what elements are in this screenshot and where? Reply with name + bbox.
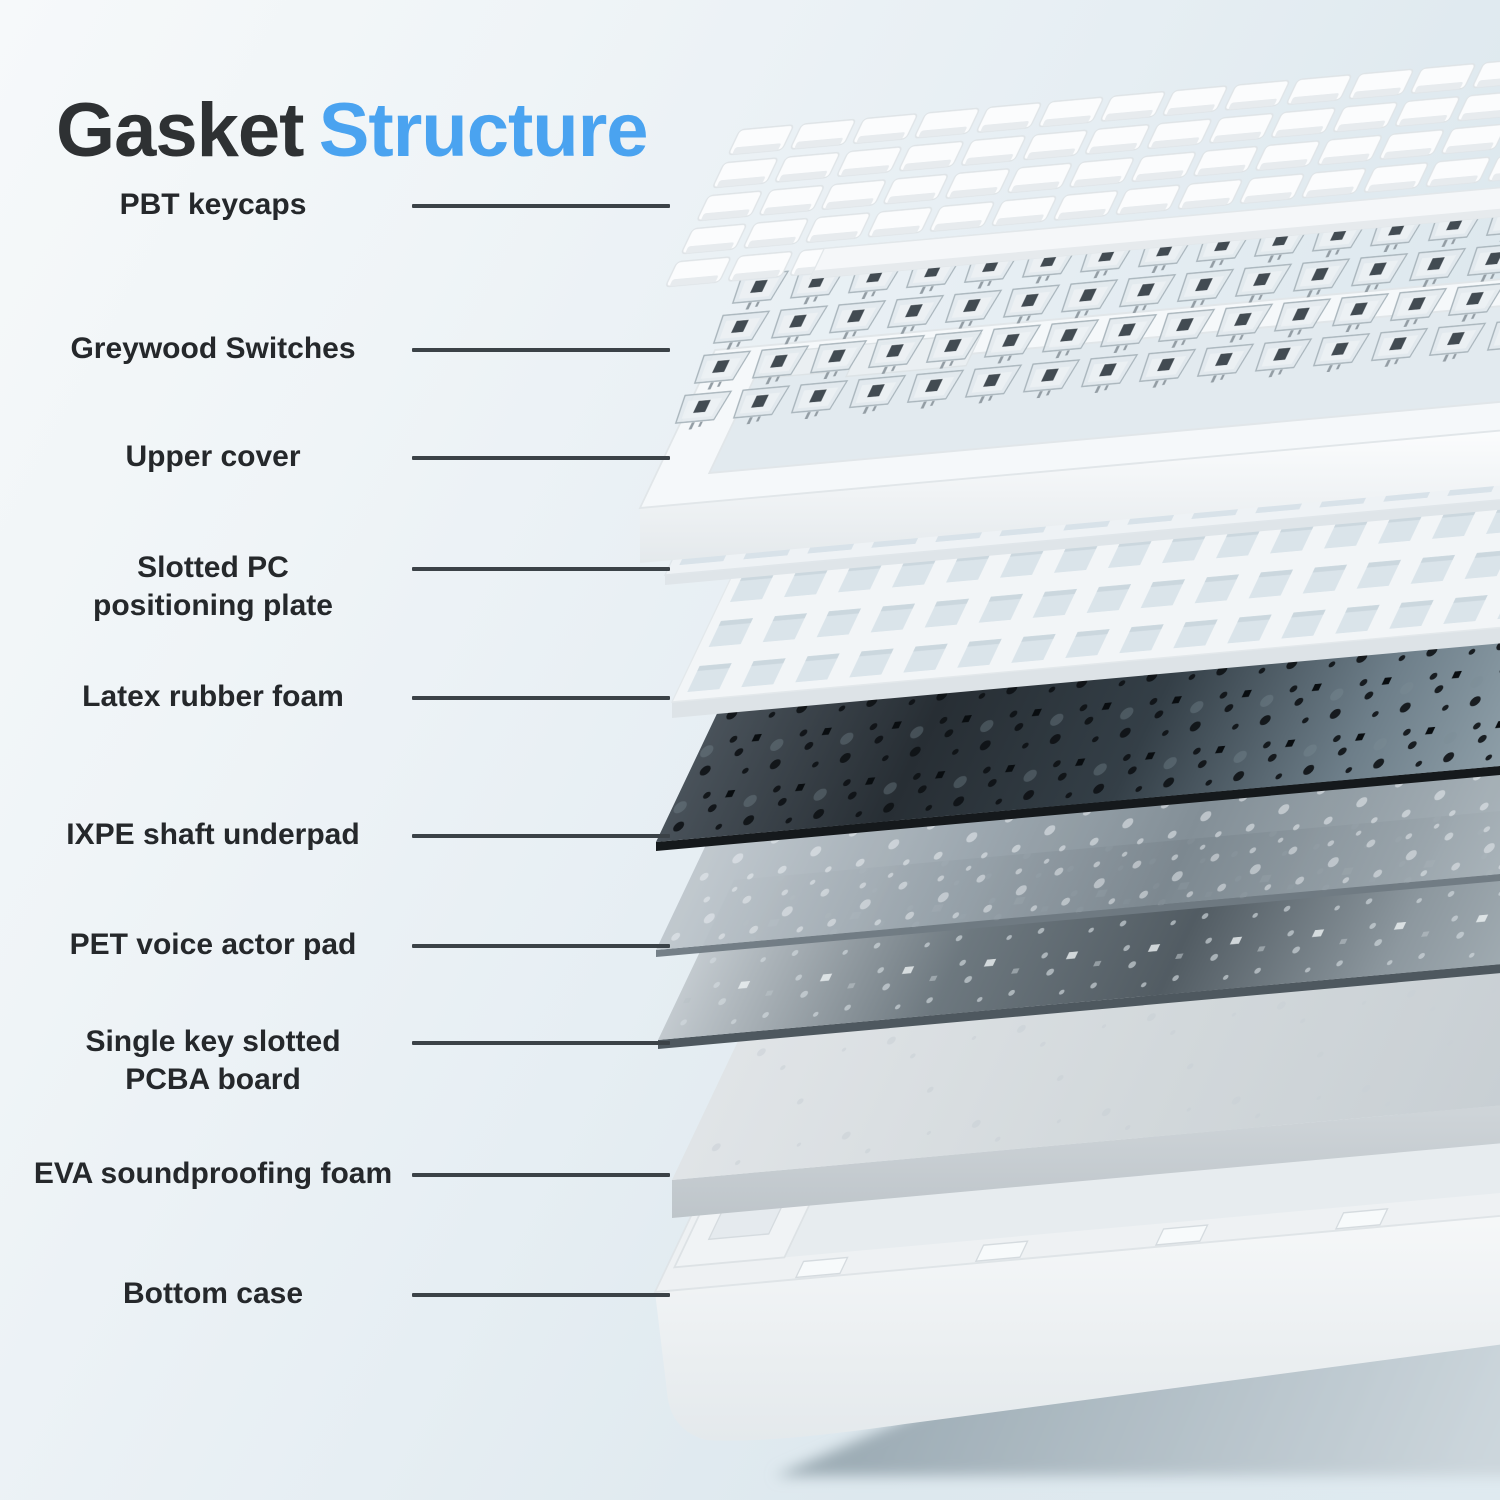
layer-graphic-bottom-case	[653, 1014, 1500, 1441]
layer-label: PET voice actor pad	[69, 928, 357, 961]
leader-line	[412, 456, 670, 460]
label-row-greywood-switches: Greywood Switches	[28, 330, 670, 368]
layer-graphic-upper-cover	[638, 267, 1500, 563]
label-row-latex-rubber-foam: Latex rubber foam	[28, 678, 670, 716]
layer-label: Bottom case	[122, 1277, 304, 1310]
leader-line	[412, 204, 670, 208]
layer-label: Latex rubber foam	[82, 680, 344, 713]
label-row-eva-soundproofing-foam: EVA soundproofing foam	[28, 1155, 670, 1193]
layer-graphic-latex-rubber-foam	[670, 461, 1500, 718]
title-part-structure: Structure	[318, 87, 649, 173]
layer-graphic-pet-pad	[656, 708, 1500, 957]
label-row-bottom-case: Bottom case	[28, 1275, 670, 1313]
label-row-pbt-keycaps: PBT keycaps	[28, 186, 670, 224]
leader-line	[412, 1173, 670, 1177]
layer-graphic-keycaps	[660, 45, 1500, 292]
leader-line	[412, 348, 670, 352]
label-row-single-key-slotted-pcba-board: Single key slotted PCBA board	[28, 1023, 670, 1099]
leader-line	[412, 1041, 670, 1045]
leader-line	[412, 834, 670, 838]
leader-line	[412, 1293, 670, 1297]
layer-label: EVA soundproofing foam	[33, 1157, 393, 1190]
layer-label: IXPE shaft underpad	[66, 818, 360, 851]
title-part-gasket: Gasket	[56, 87, 304, 173]
leader-line	[412, 567, 670, 571]
layer-label: Greywood Switches	[70, 332, 356, 365]
layer-label: Upper cover	[125, 440, 301, 473]
layer-graphic-eva-soundproofing-foam	[672, 933, 1500, 1218]
layer-graphic-ixpe-underpad	[656, 600, 1500, 851]
layer-label: PBT keycaps	[119, 188, 307, 221]
layer-graphic-switches	[662, 190, 1500, 432]
label-row-upper-cover: Upper cover	[28, 438, 670, 476]
label-row-slotted-pc-positioning-plate: Slotted PC positioning plate	[28, 549, 670, 625]
leader-line	[412, 944, 670, 948]
floor-shadow	[775, 1136, 1500, 1476]
label-row-ixpe-shaft-underpad: IXPE shaft underpad	[28, 816, 670, 854]
label-row-pet-voice-actor-pad: PET voice actor pad	[28, 926, 670, 964]
layer-graphic-pcba-board	[658, 798, 1500, 1049]
layer-label: Slotted PC positioning plate	[93, 551, 333, 622]
layer-label: Single key slotted PCBA board	[85, 1025, 341, 1096]
layer-graphic-positioning-plate	[663, 334, 1500, 585]
leader-line	[412, 696, 670, 700]
